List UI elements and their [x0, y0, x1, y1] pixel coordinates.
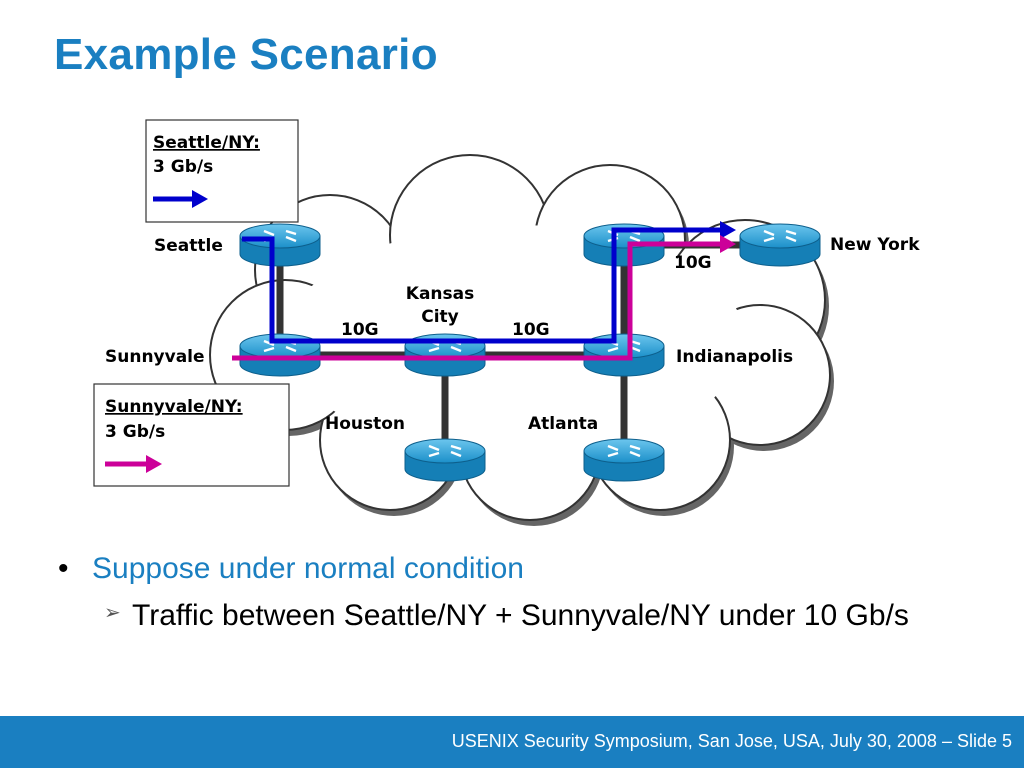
node-label-kansascity-2: City	[421, 307, 459, 327]
node-label-indianapolis: Indianapolis	[676, 347, 793, 367]
node-label-kansascity-1: Kansas	[406, 284, 474, 304]
slide-footer: USENIX Security Symposium, San Jose, USA…	[0, 716, 1024, 768]
legend-sunnyvale-ny-value: 3 Gb/s	[105, 422, 165, 442]
router-newyork-icon	[738, 222, 822, 268]
legend-seattle-ny-value: 3 Gb/s	[153, 157, 213, 177]
legend-sunnyvale-ny: Sunnyvale/NY: 3 Gb/s	[93, 383, 290, 487]
legend-seattle-ny: Seattle/NY: 3 Gb/s	[145, 119, 299, 223]
slide-title: Example Scenario	[54, 30, 438, 79]
link-label-sunnyvale-kc: 10G	[341, 320, 379, 340]
flow-seattle-ny	[242, 227, 722, 344]
legend-sunnyvale-ny-arrowhead	[146, 455, 162, 473]
router-houston-icon	[403, 437, 487, 483]
legend-seattle-ny-arrowhead	[192, 190, 208, 208]
link-label-kc-indianapolis: 10G	[512, 320, 550, 340]
legend-seattle-ny-title: Seattle/NY:	[153, 133, 260, 153]
sub-bullet-item: ➢ Traffic between Seattle/NY + Sunnyvale…	[104, 598, 952, 633]
sub-bullet-arrow-icon: ➢	[104, 602, 121, 624]
bullet-dot-icon: •	[58, 552, 69, 585]
router-atlanta-icon	[582, 437, 666, 483]
sub-bullet-text: Traffic between Seattle/NY + Sunnyvale/N…	[132, 599, 909, 632]
flow-sunnyvale-ny	[232, 241, 722, 361]
node-label-houston: Houston	[325, 414, 405, 434]
node-label-atlanta: Atlanta	[528, 414, 598, 434]
network-diagram: Seattle New York Sunnyvale Kansas City I…	[93, 119, 920, 526]
node-label-newyork: New York	[830, 235, 920, 255]
link-label-indianapolis-ny: 10G	[674, 253, 712, 273]
legend-sunnyvale-ny-title: Sunnyvale/NY:	[105, 397, 243, 417]
flow-sunnyvale-ny-arrowhead	[720, 235, 736, 253]
footer-text: USENIX Security Symposium, San Jose, USA…	[451, 731, 1012, 751]
bullet-list: • Suppose under normal condition ➢ Traff…	[58, 550, 958, 633]
bullet-main-text: Suppose under normal condition	[92, 552, 524, 585]
node-label-seattle: Seattle	[154, 236, 223, 256]
node-label-sunnyvale: Sunnyvale	[105, 347, 205, 367]
flow-seattle-ny-arrowhead	[720, 221, 736, 239]
router-seattle-icon	[238, 222, 322, 268]
bullet-item: • Suppose under normal condition	[58, 550, 958, 588]
